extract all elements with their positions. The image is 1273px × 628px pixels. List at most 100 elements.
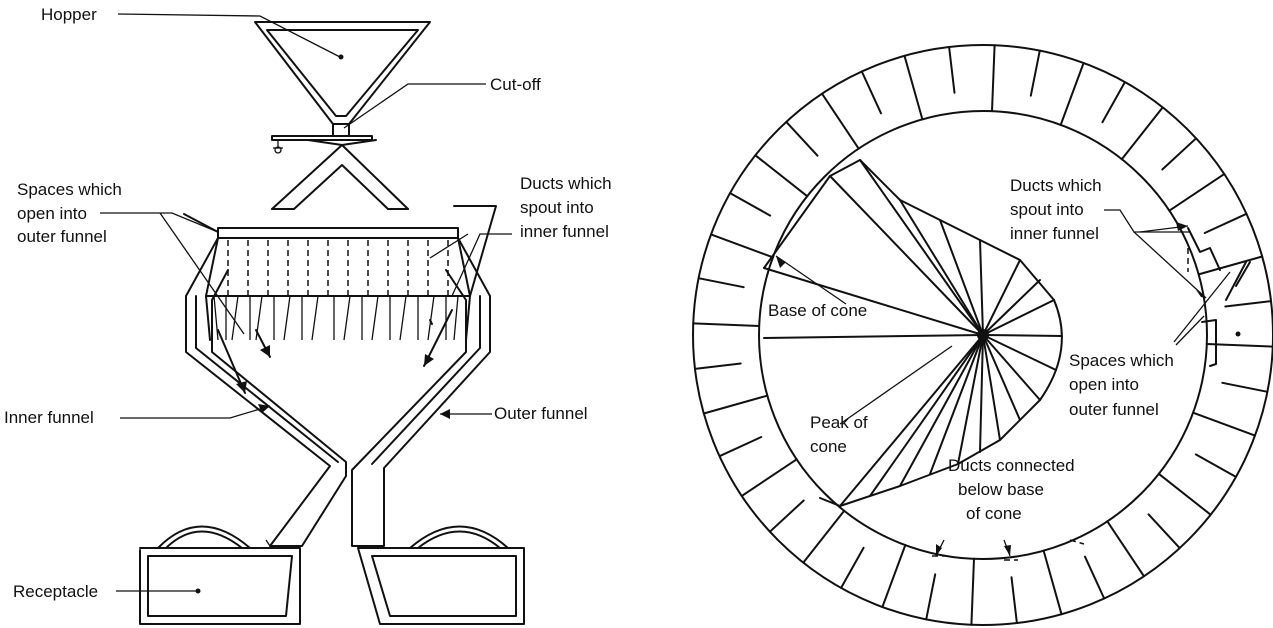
duct-wall xyxy=(1224,300,1272,308)
cone-rib xyxy=(982,279,1041,336)
duct-wall xyxy=(1157,472,1212,516)
spaces-outer-label-left-2: open into xyxy=(17,204,87,223)
spaces-outer-label-right-3: outer funnel xyxy=(1069,400,1159,419)
cut-off-slide xyxy=(271,123,373,154)
cone-rib xyxy=(982,334,1001,441)
duct-wall xyxy=(1120,106,1164,161)
spaces-outer-label-left-3: outer funnel xyxy=(17,227,107,246)
cone-rib xyxy=(979,334,984,453)
duct-wall xyxy=(991,44,996,113)
duct-wall xyxy=(1221,381,1269,393)
duct-wall xyxy=(1203,212,1248,234)
left-leader-lines xyxy=(100,13,512,592)
inner-funnel-label: Inner funnel xyxy=(4,408,94,427)
ducts-inner-label-right-3: inner funnel xyxy=(1010,224,1099,243)
duct-wall xyxy=(840,546,865,589)
cone-rib xyxy=(982,299,1055,336)
duct-wall xyxy=(1010,576,1018,624)
duct-wall xyxy=(1205,343,1273,348)
cone-ribs xyxy=(763,159,1063,507)
duct-wall xyxy=(1161,137,1198,171)
duct-wall xyxy=(1084,555,1106,600)
outer-funnel-shape xyxy=(351,205,497,547)
ducts-connected-label-3: of cone xyxy=(966,504,1022,523)
cone-rib xyxy=(982,334,1063,337)
outer-funnel-label: Outer funnel xyxy=(494,404,588,423)
duct-wall xyxy=(860,70,882,115)
duct-wall xyxy=(702,394,769,415)
cone-rib xyxy=(982,259,1021,336)
duct-wall xyxy=(1101,81,1126,124)
ducts-connected-label-1: Ducts connected xyxy=(948,456,1075,475)
duct-wall xyxy=(881,544,907,608)
cone-rib xyxy=(869,334,984,497)
duct-wall xyxy=(1194,453,1237,478)
radial-duct-walls xyxy=(692,44,1273,626)
duct-wall xyxy=(1059,62,1085,126)
peak-of-cone-label-2: cone xyxy=(810,437,847,456)
duct-wall xyxy=(1192,411,1256,437)
spaces-outer-label-right-2: open into xyxy=(1069,375,1139,394)
outer-circle xyxy=(692,44,1273,626)
spaces-outer-label-left-1: Spaces which xyxy=(17,180,122,199)
hopper-label: Hopper xyxy=(41,5,97,24)
side-view-diagram xyxy=(100,13,525,625)
spaces-sleeve xyxy=(183,213,219,239)
flow-arrows xyxy=(217,309,453,394)
cone-rib xyxy=(899,334,984,487)
duct-wall xyxy=(1106,520,1145,578)
top-view-diagram xyxy=(692,44,1273,626)
cone-rib xyxy=(929,334,984,475)
hopper-shape xyxy=(254,21,431,125)
right-receptacle xyxy=(357,525,525,625)
ducts-inner-label-left-1: Ducts which xyxy=(520,174,612,193)
cone-rib xyxy=(763,334,984,339)
duct-wall xyxy=(718,436,763,458)
duct-wall xyxy=(821,92,860,150)
duct-wall xyxy=(740,458,798,497)
cone-rib xyxy=(939,219,984,336)
duct-wall xyxy=(802,509,846,564)
duct-wall xyxy=(1197,255,1264,276)
duct-wall xyxy=(1042,549,1063,616)
receptacle-label: Receptacle xyxy=(13,582,99,601)
duct-wall xyxy=(1029,49,1041,97)
diverter-cone xyxy=(271,139,409,210)
duct-wall xyxy=(903,54,924,121)
duct-wall xyxy=(925,573,937,621)
cone-rib xyxy=(982,334,1021,421)
duct-wall xyxy=(948,46,956,94)
cone-shape xyxy=(763,159,1063,507)
inner-circle xyxy=(758,110,1208,560)
duct-wall xyxy=(692,322,761,327)
duct-wall xyxy=(697,277,745,289)
ducts-inner-label-right-2: spout into xyxy=(1010,200,1084,219)
ducts-inner-label-left-3: inner funnel xyxy=(520,222,609,241)
duct-wall xyxy=(1147,513,1181,550)
cone-rib xyxy=(899,199,984,336)
right-ducts-detail xyxy=(1187,227,1251,367)
peak-of-cone-label-1: Peak of xyxy=(810,413,868,432)
cut-off-label: Cut-off xyxy=(490,75,541,94)
ducts-connected-label-2: below base xyxy=(958,480,1045,499)
right-leader-lines xyxy=(775,209,1231,557)
cone-rib xyxy=(957,334,984,465)
duct-wall xyxy=(694,362,742,370)
left-receptacle xyxy=(139,525,301,625)
cone-rib xyxy=(839,334,984,507)
duct-wall xyxy=(970,557,975,626)
cone-rib xyxy=(859,159,984,336)
duct-wall xyxy=(729,192,772,217)
duct-wall xyxy=(1168,173,1226,212)
duct-wall xyxy=(754,154,809,198)
ducts-inner-label-right-1: Ducts which xyxy=(1010,176,1102,195)
spaces-outer-label-right-1: Spaces which xyxy=(1069,351,1174,370)
inner-funnel-shape xyxy=(185,237,347,547)
distributor-dashed-dividers xyxy=(227,240,449,296)
base-of-cone-label: Base of cone xyxy=(768,301,868,320)
duct-wall xyxy=(768,499,805,533)
cone-rib xyxy=(982,334,1057,371)
duct-wall xyxy=(710,233,774,259)
